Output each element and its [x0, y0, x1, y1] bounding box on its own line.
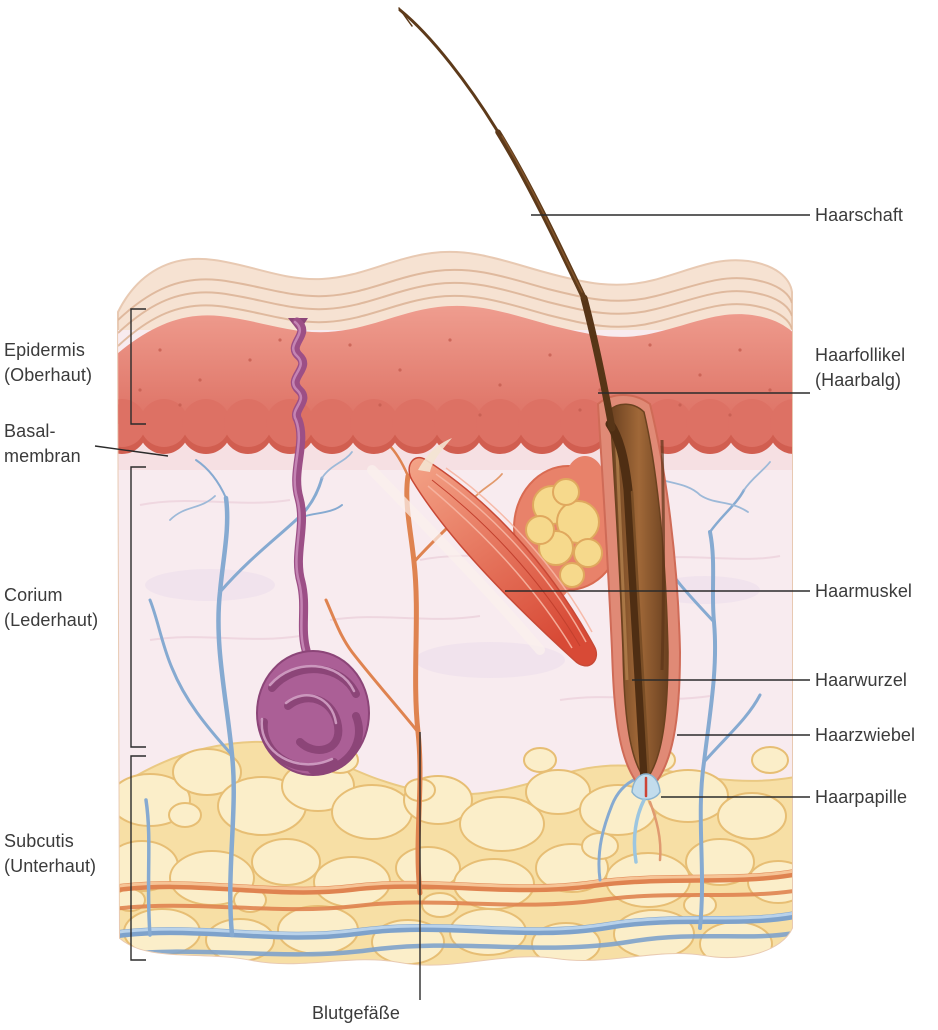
- bracket-subcutis: [130, 755, 146, 961]
- label-haarfollikel: Haarfollikel (Haarbalg): [815, 343, 905, 393]
- label-subcutis-line1: Subcutis: [4, 831, 74, 851]
- label-subcutis: Subcutis (Unterhaut): [4, 829, 96, 879]
- label-basalmembran-line2: membran: [4, 446, 81, 466]
- label-epidermis-line2: (Oberhaut): [4, 365, 93, 385]
- label-corium-line1: Corium: [4, 585, 63, 605]
- label-haarwurzel: Haarwurzel: [815, 668, 907, 693]
- hair-muscle: [408, 438, 597, 667]
- corium-streaks: [145, 569, 760, 678]
- label-corium-line2: (Lederhaut): [4, 610, 99, 630]
- label-haarmuskel: Haarmuskel: [815, 579, 912, 604]
- leader-basalmembran: [94, 445, 169, 457]
- label-epidermis-line1: Epidermis: [4, 340, 85, 360]
- blood-vessel-trees: [144, 442, 771, 938]
- hair-follicle: [596, 394, 682, 864]
- bracket-epidermis: [130, 308, 146, 425]
- label-subcutis-line2: (Unterhaut): [4, 856, 97, 876]
- bracket-corium: [130, 466, 146, 748]
- label-haarfollikel-line1: Haarfollikel: [815, 345, 906, 365]
- label-haarpapille: Haarpapille: [815, 785, 907, 810]
- sebaceous-gland: [513, 456, 623, 602]
- label-haarpapille-line1: Haarpapille: [815, 787, 908, 807]
- label-haarzwiebel-line1: Haarzwiebel: [815, 725, 916, 745]
- label-corium: Corium (Lederhaut): [4, 583, 98, 633]
- label-haarmuskel-line1: Haarmuskel: [815, 581, 913, 601]
- hair-shaft: [398, 7, 616, 432]
- label-haarschaft: Haarschaft: [815, 203, 903, 228]
- collagen-streak: [367, 465, 545, 655]
- epidermis-speckles: [138, 338, 772, 417]
- label-basalmembran: Basal- membran: [4, 419, 81, 469]
- label-epidermis: Epidermis (Oberhaut): [4, 338, 92, 388]
- label-blutgefaesse: Blutgefäße: [248, 1001, 400, 1026]
- basal-membrane-scallops: [118, 399, 792, 447]
- label-basalmembran-line1: Basal-: [4, 421, 56, 441]
- label-blutgefaesse-line1: Blutgefäße: [311, 1003, 400, 1023]
- label-haarschaft-line1: Haarschaft: [815, 205, 904, 225]
- label-haarfollikel-line2: (Haarbalg): [815, 370, 902, 390]
- surface-texture-lines: [118, 268, 792, 347]
- label-haarwurzel-line1: Haarwurzel: [815, 670, 908, 690]
- sweat-gland: [256, 317, 370, 776]
- label-haarzwiebel: Haarzwiebel: [815, 723, 915, 748]
